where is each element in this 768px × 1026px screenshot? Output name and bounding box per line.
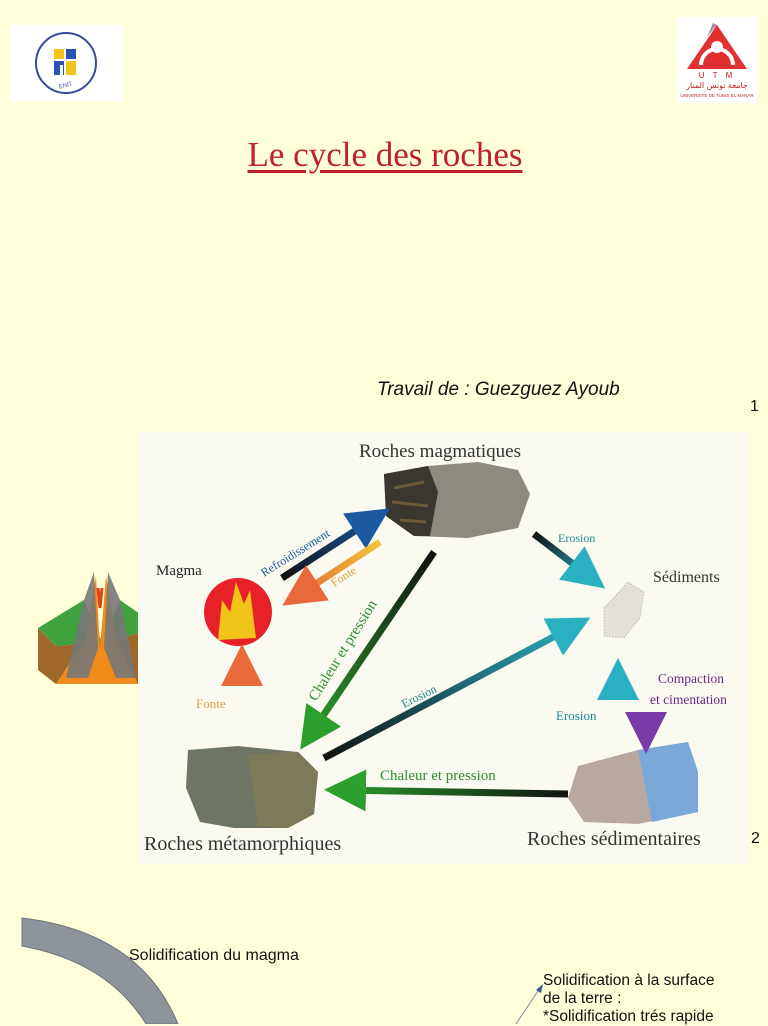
label-chaleur-bottom: Chaleur et pression xyxy=(380,768,496,784)
label-roches-magmatiques: Roches magmatiques xyxy=(359,441,521,462)
slide-1: ENIT U T M جامعة تونس المنار UNIVERSITE … xyxy=(0,0,768,432)
sediments-image xyxy=(603,581,645,639)
rock-cycle-diagram: Roches magmatiques Sédiments Magma Roche… xyxy=(138,432,750,864)
label-magma: Magma xyxy=(156,563,202,579)
author-text: Travail de : Guezguez Ayoub xyxy=(377,379,620,400)
label-roches-sedimentaires: Roches sédimentaires xyxy=(527,828,701,850)
page-number: 1 xyxy=(750,398,759,415)
label-erosion-top: Erosion xyxy=(558,531,595,545)
magma-image xyxy=(204,578,272,646)
arrow-chaleur-diagonal xyxy=(300,550,437,750)
igneous-rock-image xyxy=(384,462,530,538)
arrow-erosion-top xyxy=(531,531,606,589)
logo-right-line-1: U T M xyxy=(698,71,736,80)
svg-text:ENIT: ENIT xyxy=(58,81,73,90)
slide-2: Roches magmatiques Sédiments Magma Roche… xyxy=(0,432,768,872)
slide-3: Solidification du magma Solidification à… xyxy=(0,872,768,1026)
university-logo: U T M جامعة تونس المنار UNIVERSITE DE TU… xyxy=(677,17,757,103)
logo-right-line-3: UNIVERSITE DE TUNIS EL MANAR xyxy=(680,93,754,98)
label-fonte-top: Fonte xyxy=(328,563,359,589)
sedimentary-rock-image xyxy=(568,742,698,824)
slide3-box-line: *Solidification trés rapide xyxy=(543,1008,714,1025)
logo-right-line-2: جامعة تونس المنار xyxy=(686,81,748,90)
label-compaction: Compaction xyxy=(658,671,724,686)
slide3-caption: Solidification du magma xyxy=(129,947,299,964)
arrow-fonte-top xyxy=(282,539,382,606)
arrow-chaleur-bottom xyxy=(324,769,569,812)
label-cimentation: et cimentation xyxy=(650,692,727,707)
label-sediments: Sédiments xyxy=(653,569,720,586)
page-number: 2 xyxy=(751,830,760,847)
metamorphic-rock-image xyxy=(186,746,318,828)
slide-title: Le cycle des roches xyxy=(247,135,523,174)
slide3-box-line: Solidification à la surface xyxy=(543,972,715,989)
school-logo: ENIT xyxy=(10,25,123,101)
slide3-text-box: Solidification à la surface de la terre … xyxy=(543,972,768,1026)
label-roches-metamorphiques: Roches métamorphiques xyxy=(144,833,341,855)
label-erosion-right: Erosion xyxy=(556,708,597,723)
slide3-box-line: de la terre : xyxy=(543,990,622,1007)
curved-arrow-shape xyxy=(21,917,543,1024)
arrow-erosion-mid xyxy=(322,617,591,762)
label-fonte-left: Fonte xyxy=(196,696,226,711)
